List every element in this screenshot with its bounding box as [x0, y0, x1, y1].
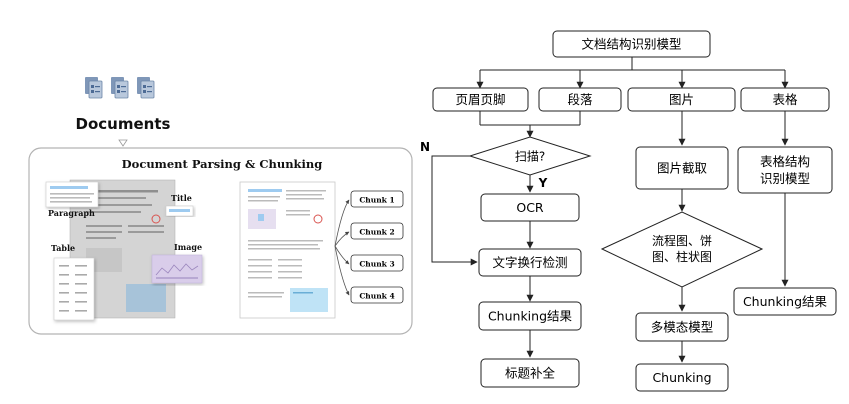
branch-label: 段落	[567, 92, 593, 107]
branch-box-paragraph: 段落	[538, 87, 622, 112]
document-icon	[111, 77, 129, 99]
chunk-label: Chunk 4	[359, 292, 394, 301]
table-card	[53, 257, 95, 321]
chunking-image-label: Chunking	[652, 370, 711, 385]
image-types-diamond: 流程图、饼 图、柱状图	[600, 211, 764, 288]
multimodal-model-label: 多模态模型	[651, 320, 714, 335]
panel-title: Document Parsing & Chunking	[122, 157, 323, 171]
paragraph-label: Paragraph	[48, 208, 95, 218]
title-complete-box: 标题补全	[480, 358, 580, 388]
flowchart-edges	[431, 57, 789, 363]
title-complete-label: 标题补全	[505, 366, 556, 381]
edge-label-yes: Y	[538, 176, 548, 190]
chunk-box: Chunk 4	[350, 286, 404, 304]
scan-decision-diamond: 扫描?	[468, 136, 592, 176]
multimodal-model-box: 多模态模型	[635, 312, 729, 342]
image-label: Image	[174, 242, 202, 252]
chunking-result-text-box: Chunking结果	[478, 301, 582, 331]
chunk-label: Chunk 2	[359, 228, 394, 237]
branch-label: 表格	[772, 92, 798, 107]
ocr-label: OCR	[516, 200, 544, 215]
title-label: Title	[171, 193, 192, 203]
table-model-label: 表格结构	[760, 154, 810, 169]
chunk-connectors	[334, 199, 350, 296]
branch-box-table: 表格	[740, 87, 830, 112]
root-model-box: 文档结构识别模型	[552, 30, 711, 58]
chunk-box: Chunk 2	[350, 222, 404, 240]
paragraph-card	[45, 181, 99, 208]
title-card	[165, 205, 194, 217]
chunking-result-text-label: Chunking结果	[488, 309, 573, 324]
line-detection-box: 文字换行检测	[478, 248, 582, 277]
image-card	[151, 254, 203, 284]
image-crop-box: 图片截取	[635, 146, 729, 190]
chunk-box: Chunk 3	[350, 254, 404, 272]
branch-box-header-footer: 页眉页脚	[432, 87, 529, 112]
chunk-label: Chunk 1	[359, 196, 394, 205]
document-icon	[137, 77, 155, 99]
chunked-document-page	[239, 181, 336, 319]
root-model-label: 文档结构识别模型	[581, 37, 681, 52]
document-icons	[85, 77, 155, 99]
branch-label: 图片	[669, 92, 694, 107]
image-crop-label: 图片截取	[657, 161, 708, 176]
down-triangle-icon	[118, 139, 128, 147]
ocr-box: OCR	[480, 193, 580, 222]
branch-box-image: 图片	[627, 87, 736, 112]
chunking-result-table-label: Chunking结果	[743, 294, 828, 309]
chunking-image-box: Chunking	[635, 363, 729, 392]
table-model-label: 识别模型	[760, 171, 810, 186]
table-label: Table	[51, 243, 75, 253]
branch-label: 页眉页脚	[455, 92, 505, 107]
image-types-label: 图、柱状图	[652, 249, 712, 264]
line-detection-label: 文字换行检测	[492, 255, 567, 270]
chunk-box: Chunk 1	[350, 190, 404, 208]
chunking-result-table-box: Chunking结果	[733, 287, 837, 316]
image-types-label: 流程图、饼	[652, 233, 712, 248]
edge-label-no: N	[420, 140, 430, 154]
scan-decision-label: 扫描?	[515, 150, 545, 164]
document-icon	[85, 77, 103, 99]
documents-label: Documents	[76, 115, 171, 133]
table-model-box: 表格结构 识别模型	[737, 146, 833, 194]
chunk-label: Chunk 3	[359, 260, 394, 269]
